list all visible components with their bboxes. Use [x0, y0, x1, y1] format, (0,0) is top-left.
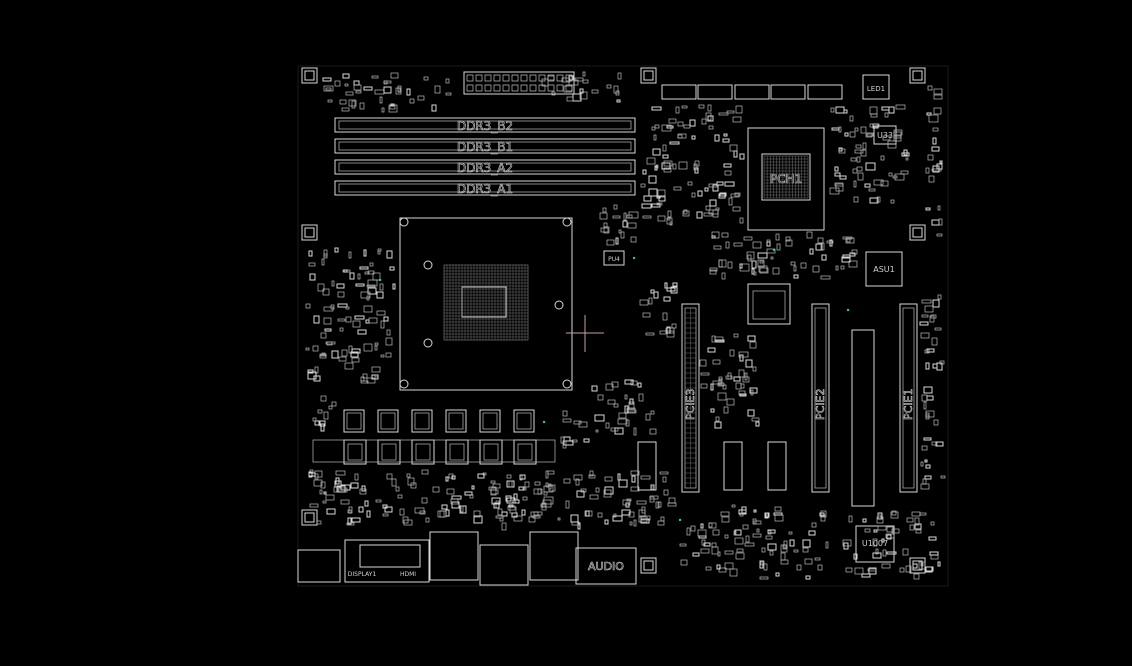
u1007-chip: U1007: [855, 525, 895, 563]
dimm-slot-a2-label: DDR3_A2: [457, 161, 513, 175]
audio-jack-label: AUDIO: [588, 560, 624, 573]
pcie-slot-1[interactable]: PCIE1: [899, 303, 918, 493]
smd-components: [305, 71, 946, 580]
led1-chip: LED1: [862, 74, 890, 100]
dimm-slot-a1[interactable]: DDR3_A1: [334, 180, 636, 196]
pu4-chip: PU4: [603, 250, 625, 266]
pch-chip[interactable]: PCH1: [747, 127, 825, 231]
dimm-slot-b2-label: DDR3_B2: [457, 119, 513, 133]
asu1-chip: ASU1: [865, 251, 903, 287]
cpu-socket[interactable]: [399, 217, 573, 391]
dimm-slot-a1-label: DDR3_A1: [457, 182, 513, 196]
mounting-pads: [301, 67, 926, 574]
asu1-label: ASU1: [873, 265, 895, 274]
board-outline: [297, 65, 949, 587]
pu4-label: PU4: [608, 256, 620, 263]
pcie-slot-1-label: PCIE1: [902, 388, 915, 420]
secondary-bga-chip[interactable]: [747, 283, 791, 325]
vrm-chokes: [312, 409, 556, 465]
pcie-slot-3[interactable]: PCIE3: [681, 303, 700, 493]
top-fan-headers[interactable]: [661, 84, 843, 100]
led1-label: LED1: [867, 85, 885, 93]
hdmi-port-label: HDMI: [400, 571, 416, 578]
dimm-slot-b2[interactable]: DDR3_B2: [334, 117, 636, 133]
cursor-crosshair: [566, 315, 604, 352]
atx-power-connector[interactable]: [463, 71, 575, 95]
dimm-slot-a2[interactable]: DDR3_A2: [334, 159, 636, 175]
pcie-slot-2[interactable]: PCIE2: [811, 303, 830, 493]
test-points: [378, 248, 850, 522]
rear-io-panel[interactable]: DISPLAY1 HDMI AUDIO: [297, 531, 637, 586]
display-port-label: DISPLAY1: [348, 571, 377, 578]
u33-label: U33: [877, 131, 893, 140]
pcie-x1-slots[interactable]: [637, 329, 875, 507]
dimm-slot-b1[interactable]: DDR3_B1: [334, 138, 636, 154]
u1007-label: U1007: [862, 539, 888, 548]
pcie-slot-2-label: PCIE2: [814, 388, 827, 420]
dimm-slot-b1-label: DDR3_B1: [457, 140, 513, 154]
